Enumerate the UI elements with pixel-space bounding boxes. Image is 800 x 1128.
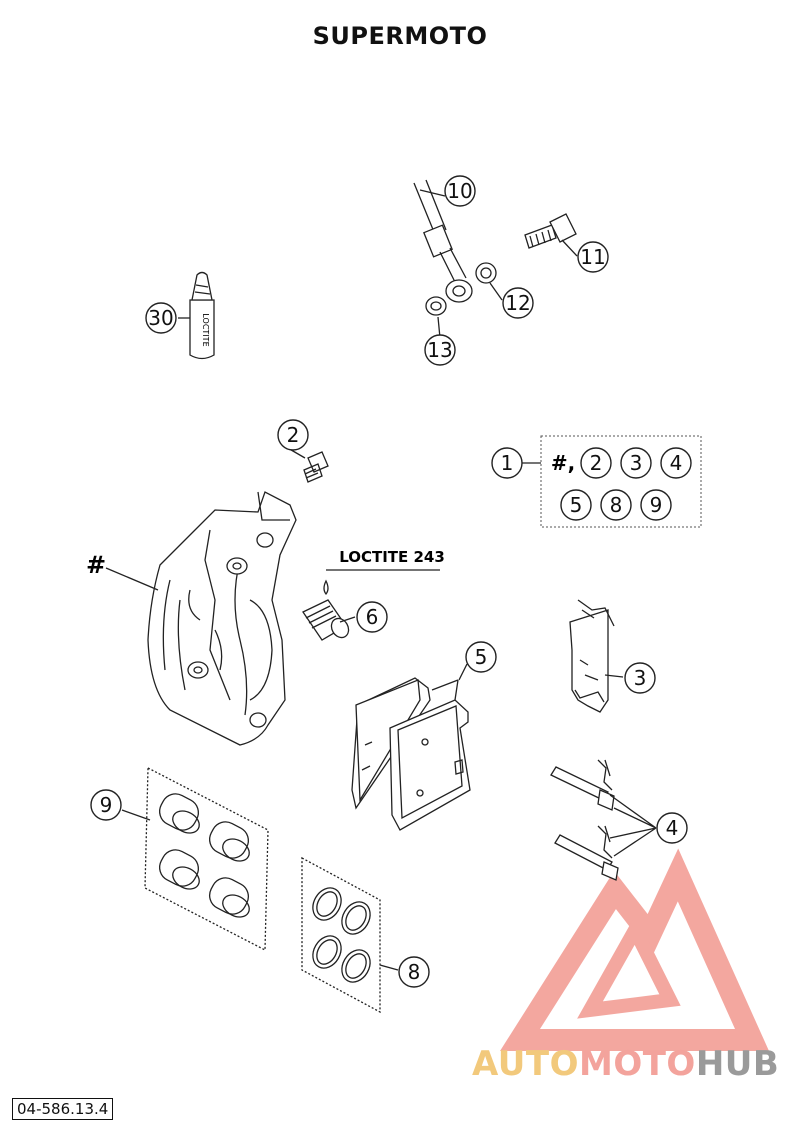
svg-text:5: 5 (570, 493, 583, 517)
watermark-text: AUTOMOTOHUB (472, 1044, 779, 1084)
watermark-logo (500, 848, 769, 1051)
caliper-hash-label: # (86, 551, 106, 579)
leader-3 (604, 674, 624, 678)
watermark-auto: AUTO (472, 1044, 579, 1084)
svg-text:8: 8 (610, 493, 623, 517)
leader-5 (458, 663, 468, 681)
pad-pins (550, 759, 657, 881)
loctite-bottle: LOCTITE (189, 271, 215, 360)
leader-6 (339, 616, 356, 623)
svg-text:10: 10 (447, 179, 472, 203)
seals-set (301, 856, 399, 1014)
callout-kit-8: 8 (600, 489, 632, 521)
callout-10: 10 (444, 175, 476, 207)
svg-text:1: 1 (501, 451, 514, 475)
callout-kit-9: 9 (640, 489, 672, 521)
svg-text:6: 6 (366, 605, 379, 629)
leader-11 (561, 239, 578, 257)
callout-9: 9 (90, 789, 122, 821)
callout-13: 13 (424, 334, 456, 366)
svg-text:8: 8 (408, 960, 421, 984)
caliper-leader-line (105, 567, 159, 591)
leader-10 (419, 189, 446, 197)
svg-text:12: 12 (505, 291, 530, 315)
svg-text:30: 30 (148, 306, 173, 330)
svg-text:2: 2 (287, 423, 300, 447)
callout-11: 11 (577, 241, 609, 273)
svg-text:3: 3 (630, 451, 643, 475)
callout-8: 8 (398, 956, 430, 988)
bottle-label: LOCTITE (201, 313, 210, 346)
pad-pin-bolt (302, 569, 440, 641)
callout-1: 1 (491, 447, 523, 479)
callout-5: 5 (465, 641, 497, 673)
callout-3: 3 (624, 662, 656, 694)
pistons-set (121, 766, 269, 952)
watermark-hub: HUB (695, 1044, 780, 1084)
svg-text:4: 4 (666, 816, 679, 840)
callout-12: 12 (502, 287, 534, 319)
callout-kit-4: 4 (660, 447, 692, 479)
banjo-bolt (524, 213, 577, 249)
svg-text:2: 2 (590, 451, 603, 475)
brake-caliper (147, 491, 297, 746)
brake-pads (351, 677, 471, 831)
callout-4: 4 (656, 812, 688, 844)
callout-30: 30 (145, 302, 177, 334)
loctite-243-label: LOCTITE 243 (339, 548, 445, 566)
bleeder-screw (303, 451, 329, 483)
svg-text:13: 13 (427, 338, 452, 362)
svg-text:4: 4 (670, 451, 683, 475)
callout-2: 2 (277, 419, 309, 451)
svg-text:3: 3 (634, 666, 647, 690)
svg-text:5: 5 (475, 645, 488, 669)
pad-spring (569, 599, 615, 713)
document-number: 04-586.13.4 (12, 1098, 114, 1120)
callout-kit-5: 5 (560, 489, 592, 521)
svg-text:9: 9 (650, 493, 663, 517)
callout-kit-2: 2 (580, 447, 612, 479)
leader-12 (489, 282, 503, 301)
kit-hash-label: #, (551, 451, 575, 475)
callout-kit-3: 3 (620, 447, 652, 479)
svg-text:11: 11 (580, 245, 605, 269)
watermark-moto: MOTO (578, 1044, 696, 1084)
brake-line-assembly (413, 179, 497, 316)
repair-kit-box (522, 435, 702, 528)
svg-text:9: 9 (100, 793, 113, 817)
callout-6: 6 (356, 601, 388, 633)
page-title: SUPERMOTO (312, 22, 488, 50)
